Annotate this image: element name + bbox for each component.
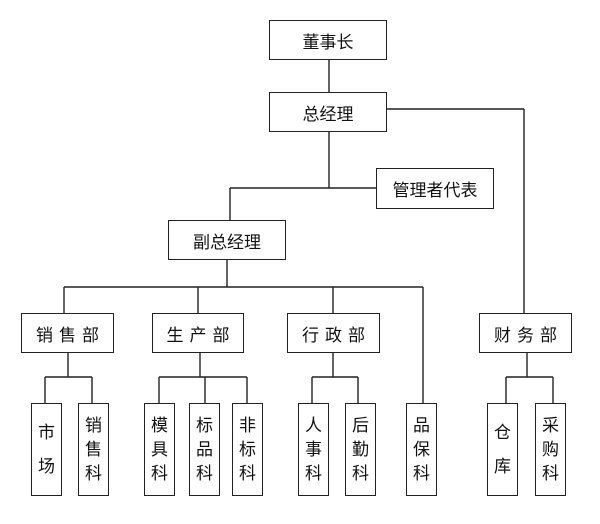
node-label: 财务部 bbox=[494, 325, 563, 346]
node-char: 库 bbox=[494, 456, 511, 477]
node-admin-dept: 行政部 bbox=[287, 313, 380, 353]
node-label: 生产部 bbox=[166, 325, 236, 346]
node-char: 非 bbox=[239, 415, 256, 436]
node-char: 科 bbox=[196, 463, 213, 484]
node-char: 购 bbox=[542, 439, 559, 460]
node-mold-section: 模 具 科 bbox=[144, 403, 175, 496]
node-sales-dept: 销售部 bbox=[21, 313, 114, 353]
node-label: 总经理 bbox=[302, 104, 354, 125]
node-char: 科 bbox=[151, 463, 168, 484]
node-char: 场 bbox=[38, 456, 55, 477]
node-label: 副总经理 bbox=[193, 232, 261, 253]
node-deputy-gm: 副总经理 bbox=[168, 220, 286, 260]
node-char: 科 bbox=[413, 463, 430, 484]
node-label: 董事长 bbox=[302, 32, 354, 53]
node-general-manager: 总经理 bbox=[269, 92, 387, 132]
node-char: 科 bbox=[239, 463, 256, 484]
node-char: 模 bbox=[151, 415, 168, 436]
node-char: 标 bbox=[239, 439, 256, 460]
node-char: 保 bbox=[413, 439, 430, 460]
node-label: 管理者代表 bbox=[392, 181, 478, 201]
node-label: 行政部 bbox=[302, 325, 371, 346]
node-char: 销 bbox=[85, 415, 102, 436]
node-sales-section: 销 售 科 bbox=[78, 403, 109, 496]
node-char: 标 bbox=[196, 415, 213, 436]
node-nonstandard-section: 非 标 科 bbox=[232, 403, 263, 496]
node-market: 市 场 bbox=[31, 403, 62, 496]
node-finance-dept: 财务部 bbox=[479, 313, 572, 353]
node-char: 科 bbox=[305, 463, 322, 484]
node-warehouse: 仓 库 bbox=[487, 403, 518, 496]
node-hr-section: 人 事 科 bbox=[298, 403, 329, 496]
node-char: 后 bbox=[352, 415, 369, 436]
node-char: 品 bbox=[196, 439, 213, 460]
node-char: 具 bbox=[151, 439, 168, 460]
node-char: 勤 bbox=[352, 439, 369, 460]
node-char: 采 bbox=[542, 415, 559, 436]
node-purchasing-section: 采 购 科 bbox=[535, 403, 566, 496]
node-label: 销售部 bbox=[36, 325, 105, 346]
node-char: 事 bbox=[305, 439, 322, 460]
node-char: 科 bbox=[85, 463, 102, 484]
node-qa-section: 品 保 科 bbox=[406, 403, 437, 496]
node-management-rep: 管理者代表 bbox=[376, 168, 494, 209]
node-logistics-section: 后 勤 科 bbox=[345, 403, 376, 496]
node-char: 售 bbox=[85, 439, 102, 460]
node-standard-section: 标 品 科 bbox=[189, 403, 220, 496]
node-char: 人 bbox=[305, 415, 322, 436]
node-chairman: 董事长 bbox=[269, 20, 387, 60]
node-char: 仓 bbox=[494, 422, 511, 443]
node-char: 科 bbox=[352, 463, 369, 484]
node-char: 市 bbox=[38, 422, 55, 443]
node-char: 品 bbox=[413, 415, 430, 436]
node-production-dept: 生产部 bbox=[152, 313, 244, 353]
node-char: 科 bbox=[542, 463, 559, 484]
